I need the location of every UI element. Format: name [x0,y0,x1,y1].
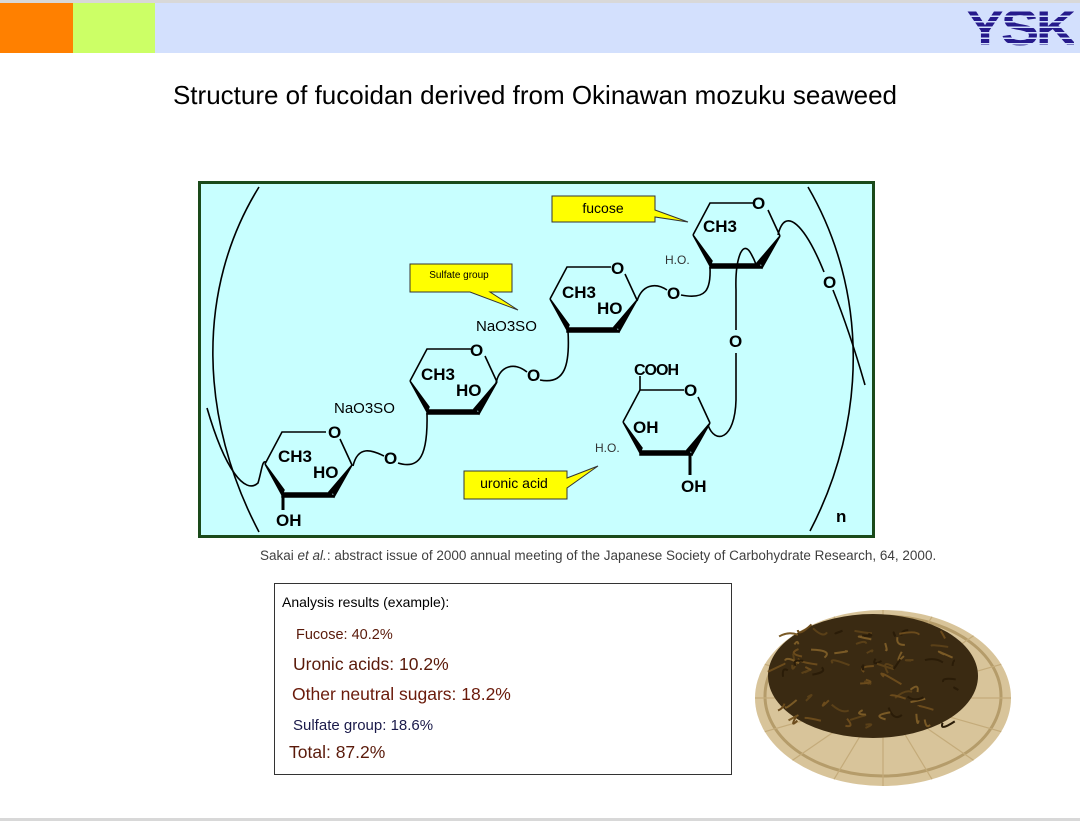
analysis-heading: Analysis results (example): [282,594,450,610]
ring-oxygen-label: O [470,341,483,360]
ring-oxygen-label: O [684,381,697,400]
callout-fucose: fucose [551,195,689,223]
linkage-bond [707,353,737,438]
ho-label: H.O. [595,441,620,455]
ho-label: HO [597,299,623,318]
slide-title: Structure of fucoidan derived from Okina… [172,80,898,110]
repeat-n-label: n [836,507,846,526]
ch3-label: CH3 [703,217,737,236]
bottom-border [0,818,1080,821]
linkage-bond [539,330,570,382]
ring-oxygen-label: O [611,259,624,278]
ch3-label: CH3 [278,447,312,466]
citation-author: Sakai [260,548,298,563]
result-total: Total: 87.2% [289,742,386,762]
header-orange-block [0,3,73,53]
chain-link-start [206,407,267,487]
citation-etal: et al. [297,548,327,563]
linkage-bond [636,284,668,302]
ring-oxygen-label: O [328,423,341,442]
top-border [0,0,1080,3]
ch3-label: CH3 [562,283,596,302]
ch3-label: CH3 [421,365,455,384]
analysis-results-box: Analysis results (example): Fucose: 40.2… [274,583,732,775]
ho-label: HO [456,381,482,400]
oh-label: OH [681,477,707,496]
left-bracket [212,186,260,533]
glycosidic-oxygen-label: O [823,273,836,292]
linkage-bond [735,247,758,330]
naoso-label: NaO3SO [476,318,537,335]
result-other-neutral-sugars: Other neutral sugars: 18.2% [292,684,511,704]
result-uronic-acids: Uronic acids: 10.2% [293,654,449,674]
ring-wedge-bond [692,234,781,270]
ho-label: H.O. [665,253,690,267]
linkage-bond [495,365,528,384]
callout-sulfate: Sulfate group [409,263,519,311]
glycosidic-oxygen-label: O [667,284,680,303]
mozuku-seaweed-photo [733,568,1043,803]
naoso-label: NaO3SO [334,400,395,417]
ring-wedge-bond [549,298,638,334]
result-fucose: Fucose: 40.2% [296,627,393,643]
glycosidic-oxygen-label: O [527,366,540,385]
citation-text: : abstract issue of 2000 annual meeting … [326,548,937,563]
citation: Sakai et al.: abstract issue of 2000 ann… [260,548,936,563]
linkage-bond [777,220,825,273]
oh-label: OH [633,418,659,437]
ring-wedge-bond [622,421,711,457]
ring-wedge-bond [409,380,498,416]
linkage-bond [397,412,428,466]
ring-bond [692,202,781,237]
callout-uronic-text: uronic acid [480,475,548,491]
callout-fucose-text: fucose [582,200,623,216]
oh-label: OH [276,511,302,530]
header-band [155,3,1080,53]
cooh-label: COOH [634,362,678,379]
glycosidic-oxygen-label: O [384,449,397,468]
result-sulfate-group: Sulfate group: 18.6% [293,717,434,734]
callout-uronic: uronic acid [463,465,599,500]
linkage-bond [832,289,866,386]
linkage-bond [680,266,711,297]
header-lime-block [73,3,155,53]
ring-bond [264,431,353,466]
ring-bond [409,348,498,383]
linkage-bond [352,450,385,467]
glycosidic-oxygen-label: O [729,332,742,351]
right-bracket [807,186,855,532]
ho-label: HO [313,463,339,482]
ring-bond [549,266,638,301]
ring-oxygen-label: O [752,194,765,213]
ysk-logo: YSK [966,0,1077,56]
callout-sulfate-text: Sulfate group [429,270,489,281]
